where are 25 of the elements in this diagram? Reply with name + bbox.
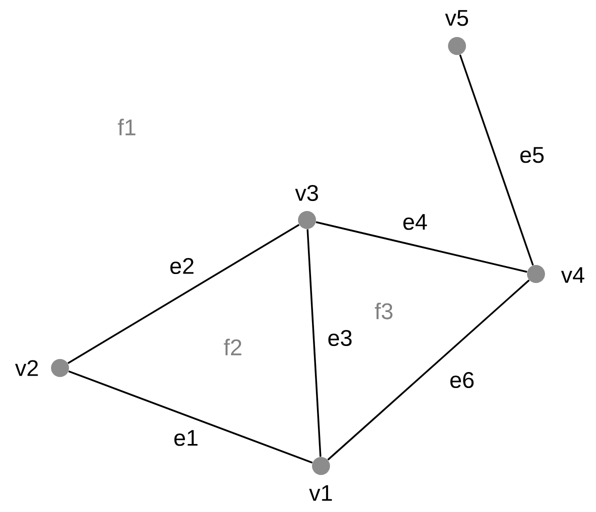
- edge-label: e1: [174, 430, 198, 446]
- edge-line: [68, 370, 313, 464]
- vertex-dot: [312, 457, 330, 475]
- vertex-label: v1: [309, 485, 332, 501]
- vertex-label: v4: [561, 267, 584, 283]
- vertex-label: v2: [15, 360, 38, 376]
- face-label: f2: [224, 338, 242, 356]
- vertex-dot: [448, 37, 466, 55]
- edge-line: [68, 224, 300, 364]
- edge-line: [327, 280, 530, 460]
- edge-label: e2: [170, 258, 194, 274]
- edge-line: [306, 229, 322, 457]
- face-label: f1: [118, 118, 136, 136]
- edge-label: e3: [328, 330, 352, 346]
- edge-line: [316, 221, 528, 273]
- vertex-label: v5: [445, 10, 468, 26]
- vertex-label: v3: [295, 184, 318, 202]
- vertex-dot: [51, 359, 69, 377]
- edge-label: e6: [450, 372, 474, 388]
- edge-label: e4: [403, 214, 427, 230]
- face-label: f3: [374, 302, 392, 320]
- edge-line: [459, 54, 534, 266]
- edge-label: e5: [520, 147, 544, 163]
- vertex-dot: [298, 211, 316, 229]
- vertex-dot: [527, 265, 545, 283]
